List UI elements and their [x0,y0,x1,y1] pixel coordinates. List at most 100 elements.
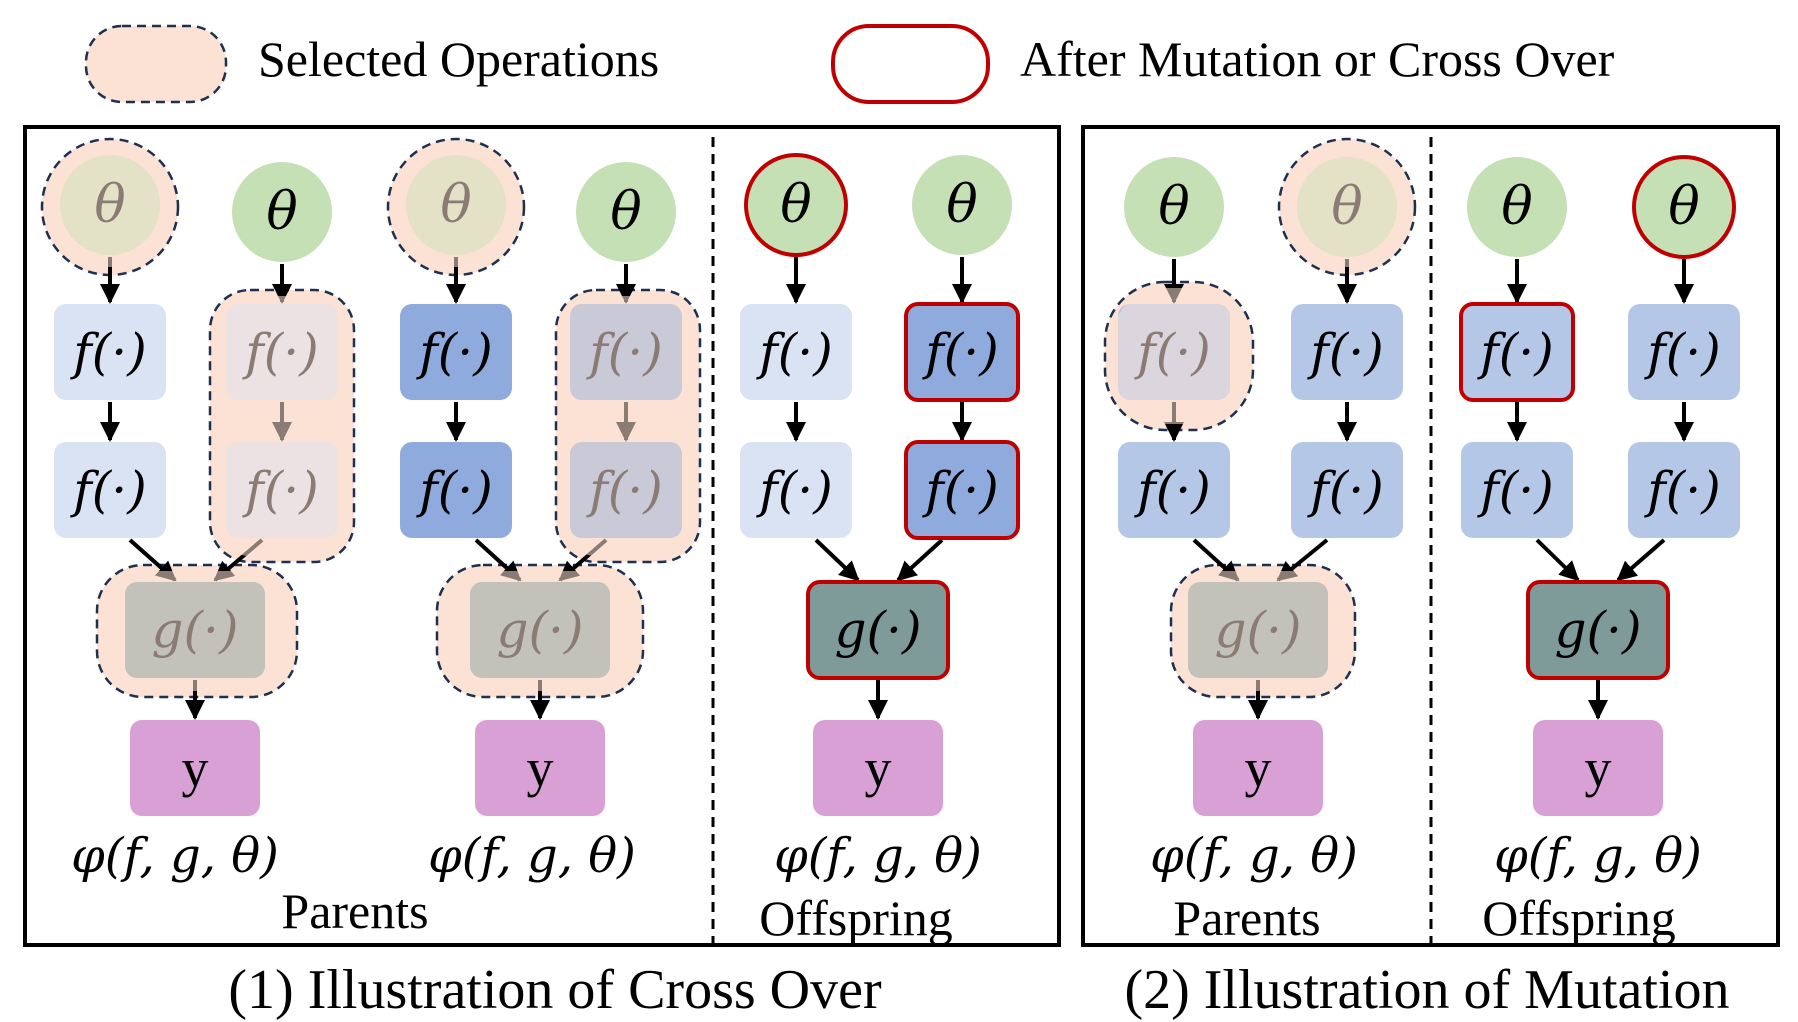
y-box [130,720,260,816]
f-node: f(·) [54,442,166,538]
phi-label: φ(f, g, θ) [428,828,636,884]
f-node: f(·) [1628,304,1740,400]
f-box [740,304,852,400]
g-node: g(·) [1526,580,1670,680]
selected-overlay [1177,571,1349,691]
theta-node: θ [912,155,1012,255]
theta-node: θ [1467,157,1567,257]
y-box [475,720,605,816]
y-box [1193,720,1323,816]
theta-circle [912,155,1012,255]
f-node: f(·) [904,302,1020,402]
theta-circle [576,162,676,262]
f-box [400,304,512,400]
f-box [904,302,1020,402]
f-node: f(·) [740,442,852,538]
mutation-offspring-label: Offspring [1482,890,1676,946]
f-box [54,442,166,538]
f-symbol: f(·) [1643,461,1720,519]
g-box [1526,580,1670,680]
theta-node: θ [1124,157,1224,257]
f-box [400,442,512,538]
f-symbol: f(·) [69,323,146,381]
phi-label: φ(f, g, θ) [1494,828,1702,884]
crossover-offspring-label: Offspring [759,890,953,946]
theta-circle [1632,155,1736,259]
theta-node: θ [1632,155,1736,259]
edge-arrow [1616,538,1666,582]
f-symbol: f(·) [1643,323,1720,381]
selected-overlay-layer [50,147,1407,691]
f-symbol: f(·) [1133,461,1210,519]
f-symbol: f(·) [1306,461,1383,519]
f-node: f(·) [1461,442,1573,538]
theta-circle [744,153,848,257]
phi-label: φ(f, g, θ) [1150,828,1358,884]
f-box [904,440,1020,540]
f-box [1628,442,1740,538]
phi-label: φ(f, g, θ) [774,828,982,884]
f-box [1459,302,1575,402]
selected-overlay [103,571,291,691]
crossover-caption: (1) Illustration of Cross Over [228,959,882,1021]
legend-selected-swatch [84,24,228,104]
f-node: f(·) [1291,442,1403,538]
y-box [1533,720,1663,816]
crossover-parents-label: Parents [281,883,428,939]
f-box [54,304,166,400]
y-node: y [1533,720,1663,816]
theta-symbol: θ [610,182,641,242]
theta-symbol: θ [1501,177,1532,237]
selected-overlay [562,296,694,556]
crossover-panel-frame [23,125,1061,947]
f-symbol: f(·) [755,461,832,519]
y-node: y [130,720,260,816]
selected-overlay [1287,147,1407,267]
f-node: f(·) [400,304,512,400]
selected-overlay [1111,288,1247,424]
g-box [806,580,950,680]
y-node: y [475,720,605,816]
f-symbol: f(·) [415,461,492,519]
theta-circle [232,162,332,262]
theta-symbol: θ [946,175,977,235]
theta-symbol: θ [1158,177,1189,237]
mutation-caption: (2) Illustration of Mutation [1124,959,1729,1021]
f-box [1461,442,1573,538]
mutation-panel-frame [1081,125,1780,947]
g-node: g(·) [806,580,950,680]
f-box [1118,442,1230,538]
theta-node: θ [232,162,332,262]
y-box [813,720,943,816]
phi-labels: φ(f, g, θ) φ(f, g, θ) φ(f, g, θ) φ(f, g,… [71,828,1702,884]
selected-overlay [216,296,348,556]
f-symbol: f(·) [755,323,832,381]
theta-symbol: θ [780,175,811,235]
y-symbol: y [1585,738,1612,798]
y-node: y [1193,720,1323,816]
f-node: f(·) [54,304,166,400]
y-node: y [813,720,943,816]
legend-selected-label: Selected Operations [258,31,659,87]
f-symbol: f(·) [415,323,492,381]
selected-overlay [443,571,637,691]
theta-node: θ [744,153,848,257]
g-symbol: g(·) [1555,601,1642,659]
theta-symbol: θ [266,182,297,242]
theta-circle [1124,157,1224,257]
mutation-parents-label: Parents [1173,890,1320,946]
y-symbol: y [865,738,892,798]
theta-symbol: θ [1668,177,1699,237]
y-symbol: y [1245,738,1272,798]
selected-overlay [396,147,516,267]
selected-overlay [50,147,170,267]
f-symbol: f(·) [921,461,998,519]
f-symbol: f(·) [69,461,146,519]
f-symbol: f(·) [1306,323,1383,381]
f-symbol: f(·) [1476,461,1553,519]
edge-arrow [814,538,860,582]
theta-node: θ [576,162,676,262]
f-node: f(·) [1628,442,1740,538]
edge-arrow [1535,538,1580,582]
